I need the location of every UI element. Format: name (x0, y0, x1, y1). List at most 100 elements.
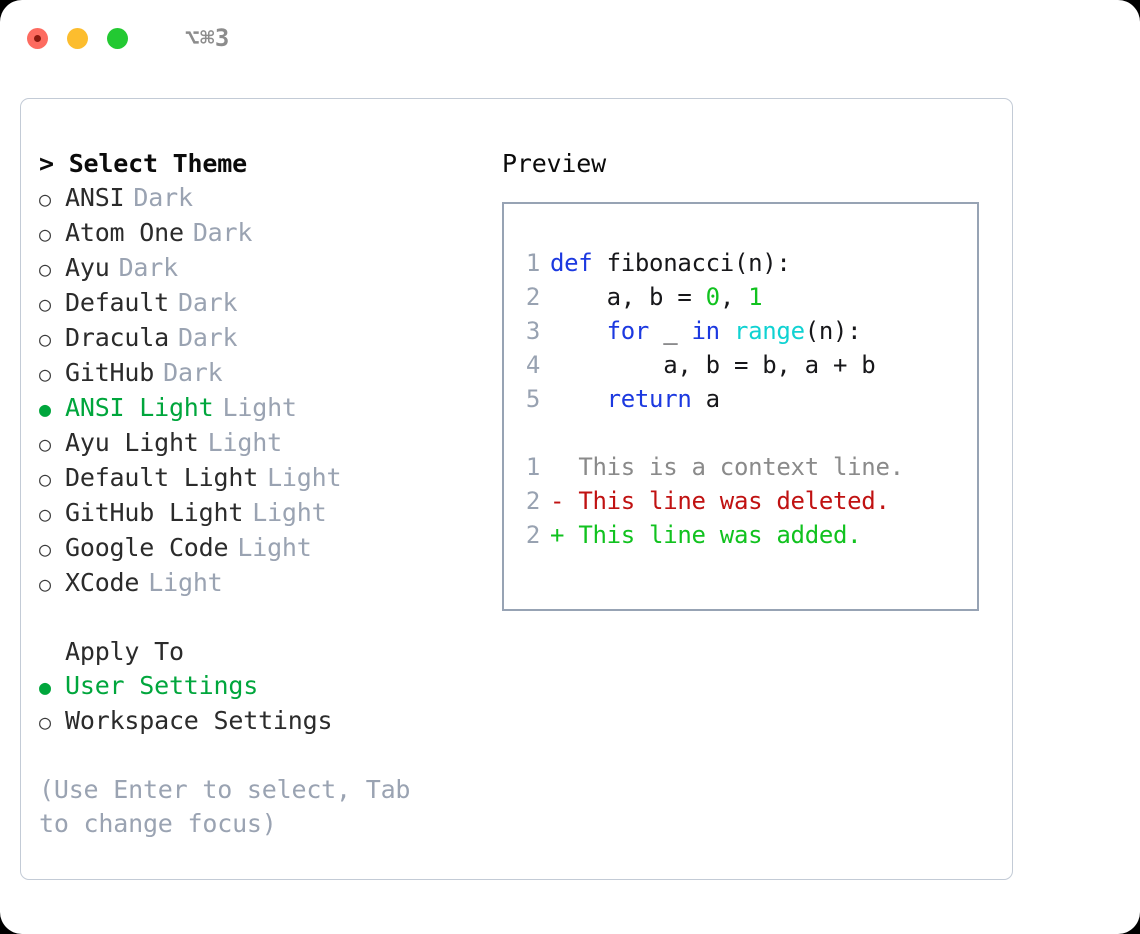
preview-header: Preview (502, 149, 606, 178)
radio-unselected-icon[interactable]: ○ (39, 327, 51, 351)
line-number: 5 (525, 385, 540, 413)
code-token: , (719, 283, 749, 311)
theme-option-name: ANSI (65, 183, 125, 212)
radio-unselected-icon[interactable]: ○ (39, 710, 51, 734)
theme-option-name: Google Code (65, 533, 229, 562)
diff-line: 2- This line was deleted. (520, 484, 971, 518)
keyboard-hint-text: (Use Enter to select, Tab to change focu… (39, 775, 411, 838)
code-token: def (550, 249, 593, 277)
diff-line: 1 This is a context line. (520, 450, 971, 484)
theme-option-name: XCode (65, 568, 140, 597)
theme-option-row[interactable]: ○ GitHub Dark (39, 356, 479, 391)
diff-spacer (520, 416, 971, 450)
apply-to-option-row[interactable]: ○ Workspace Settings (39, 704, 479, 739)
theme-option-category: Dark (133, 183, 193, 212)
code-line: 5 return a (520, 382, 971, 416)
code-token: _ (649, 317, 692, 345)
code-token: 0 (705, 283, 720, 311)
diff-marker: - (550, 487, 579, 515)
code-line: 2 a, b = 0, 1 (520, 280, 971, 314)
theme-option-row[interactable]: ○ XCode Light (39, 566, 479, 601)
theme-option-name: Default Light (65, 463, 259, 492)
code-token: 1 (748, 283, 763, 311)
minimize-button[interactable] (67, 27, 88, 49)
theme-option-name: Dracula (65, 323, 169, 352)
diff-marker (550, 453, 578, 481)
radio-unselected-icon[interactable]: ○ (39, 362, 51, 386)
code-token: return (606, 385, 692, 413)
theme-option-category: Dark (163, 358, 223, 387)
apply-to-option-name: User Settings (65, 671, 259, 700)
theme-option-row[interactable]: ○ Default Light Light (39, 461, 479, 496)
apply-to-option-row[interactable]: ● User Settings (39, 669, 479, 704)
theme-option-category: Dark (177, 288, 238, 317)
theme-option-row[interactable]: ○ GitHub Light Light (39, 496, 479, 531)
theme-option-category: Light (237, 533, 312, 562)
theme-option-name: ANSI Light (65, 393, 214, 422)
close-button[interactable] (27, 27, 48, 49)
theme-option-row[interactable]: ○ ANSI Dark (39, 181, 479, 216)
theme-option-name: Default (65, 288, 169, 317)
radio-unselected-icon[interactable]: ○ (39, 537, 51, 561)
line-number: 4 (525, 351, 540, 379)
line-number: 2 (525, 521, 540, 549)
apply-to-header: Apply To (65, 637, 184, 666)
diff-line: 2+ This line was added. (520, 518, 971, 552)
radio-unselected-icon[interactable]: ○ (39, 467, 51, 491)
diff-marker: + (550, 521, 579, 549)
code-token (550, 385, 607, 413)
theme-option-name: GitHub Light (65, 498, 244, 527)
theme-option-name: GitHub (65, 358, 155, 387)
radio-unselected-icon[interactable]: ○ (39, 187, 51, 211)
radio-selected-icon[interactable]: ● (39, 675, 51, 699)
code-line: 1 def fibonacci(n): (520, 246, 971, 280)
theme-option-row[interactable]: ○ Atom One Dark (39, 216, 479, 251)
line-number: 1 (525, 249, 540, 277)
code-token: range (733, 317, 805, 345)
theme-option-name: Ayu (65, 253, 110, 282)
theme-option-category: Light (148, 568, 223, 597)
radio-unselected-icon[interactable]: ○ (39, 257, 51, 281)
radio-unselected-icon[interactable]: ○ (39, 502, 51, 526)
traffic-lights (27, 27, 128, 49)
code-token: for (606, 317, 650, 345)
theme-option-category: Light (252, 498, 327, 527)
radio-selected-icon[interactable]: ● (39, 397, 51, 421)
title-bar: ⌥⌘3 (0, 0, 1140, 76)
diff-text: This is a context line. (578, 453, 904, 481)
code-token (720, 317, 734, 345)
radio-unselected-icon[interactable]: ○ (39, 222, 51, 246)
keyboard-shortcut-label: ⌥⌘3 (185, 24, 230, 52)
code-token: fibonacci(n): (592, 249, 791, 277)
theme-option-category: Dark (192, 218, 253, 247)
apply-to-option-name: Workspace Settings (65, 706, 333, 735)
line-number: 2 (525, 283, 540, 311)
code-line: 3 for _ in range(n): (520, 314, 971, 348)
radio-unselected-icon[interactable]: ○ (39, 572, 51, 596)
radio-unselected-icon[interactable]: ○ (39, 432, 51, 456)
theme-list-header: > Select Theme (39, 149, 247, 178)
code-token: a (691, 385, 720, 413)
radio-unselected-icon[interactable]: ○ (39, 292, 51, 316)
theme-option-row[interactable]: ○ Google Code Light (39, 531, 479, 566)
theme-option-category: Light (207, 428, 282, 457)
maximize-button[interactable] (107, 27, 128, 49)
code-token: a, b = (550, 283, 706, 311)
code-token: in (691, 317, 721, 345)
theme-option-row[interactable]: ○ Default Dark (39, 286, 479, 321)
theme-option-name: Atom One (65, 218, 184, 247)
apply-to-option-list: ● User Settings ○ Workspace Settings (39, 669, 479, 739)
code-token: a, b = b, a + b (550, 351, 876, 379)
theme-option-category: Light (267, 463, 342, 492)
